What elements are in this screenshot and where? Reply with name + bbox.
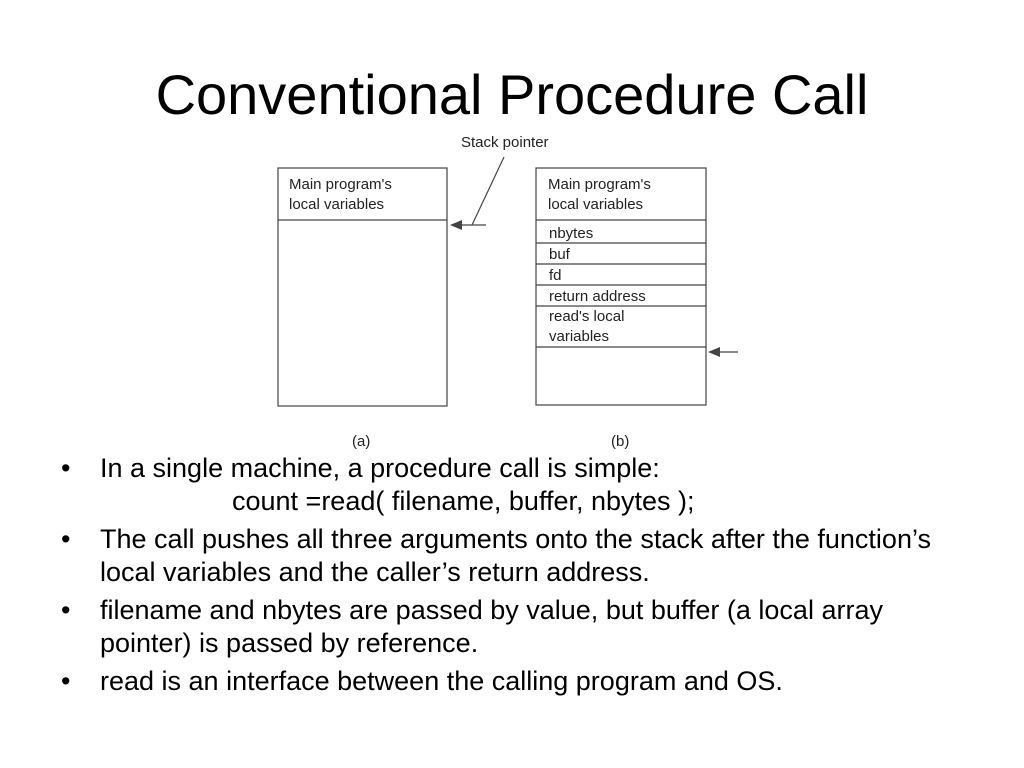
bullet-text: The call pushes all three arguments onto… <box>100 524 931 587</box>
bullet-item: • filename and nbytes are passed by valu… <box>58 594 978 660</box>
stack-b: Main program's local variables nbytes bu… <box>535 167 707 406</box>
stack-b-cell-main-line2: local variables <box>548 196 643 213</box>
stack-b-cell-return-address: return address <box>549 288 646 305</box>
bullet-dot: • <box>61 453 71 483</box>
stack-b-cell-buf: buf <box>549 246 571 263</box>
stack-b-cell-read-local-line1: read's local <box>549 308 624 325</box>
bullet-text: In a single machine, a procedure call is… <box>100 453 660 483</box>
bullet-text: filename and nbytes are passed by value,… <box>100 595 883 658</box>
stack-pointer-arrow-a <box>450 156 505 230</box>
stack-b-cell-main-line1: Main program's <box>548 176 651 193</box>
code-line: count =read( filename, buffer, nbytes ); <box>232 486 695 516</box>
bullet-dot: • <box>61 595 71 625</box>
stack-b-cell-fd: fd <box>549 267 562 284</box>
stack-a-cell-main-line1: Main program's <box>289 176 392 193</box>
stack-b-cell-nbytes: nbytes <box>549 225 593 242</box>
stack-a-cell-main-line2: local variables <box>289 196 384 213</box>
bullet-item: • In a single machine, a procedure call … <box>58 452 978 518</box>
stack-pointer-arrow-b <box>708 347 738 357</box>
caption-b: (b) <box>611 433 629 450</box>
caption-a: (a) <box>352 433 370 450</box>
bullet-dot: • <box>61 524 71 554</box>
stack-a: Main program's local variables <box>277 167 448 407</box>
bullet-list: • In a single machine, a procedure call … <box>58 452 978 703</box>
bullet-text: read is an interface between the calling… <box>100 666 783 696</box>
stack-pointer-label: Stack pointer <box>461 134 549 151</box>
bullet-item: • The call pushes all three arguments on… <box>58 523 978 589</box>
bullet-dot: • <box>61 666 71 696</box>
stack-diagram: Stack pointer Main program's local varia… <box>277 134 738 450</box>
stack-b-cell-read-local-line2: variables <box>549 328 609 345</box>
bullet-item: • read is an interface between the calli… <box>58 665 978 698</box>
slide-title: Conventional Procedure Call <box>155 63 869 126</box>
